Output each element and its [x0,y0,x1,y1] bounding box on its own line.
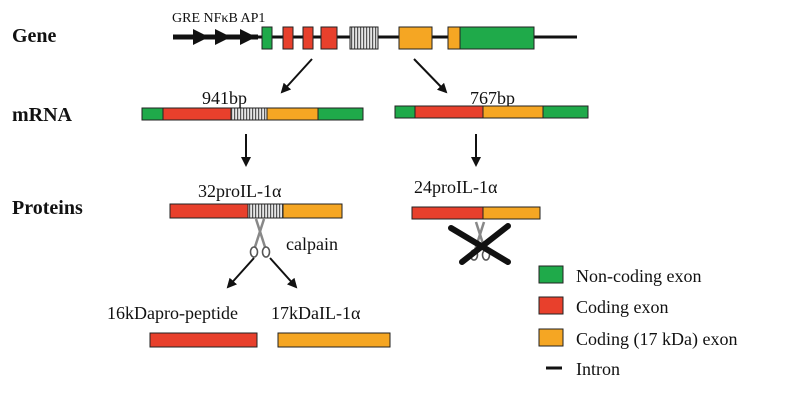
product-il1a-bar [277,332,391,348]
legend-label-intron: Intron [576,359,620,379]
legend-swatch-coding17 [538,328,564,347]
mrna-right-noncoding-3 [542,105,589,119]
mrna-left-noncoding-3 [317,107,364,121]
legend-swatch-noncoding [538,265,564,284]
gene-exon-noncoding-1 [261,26,273,50]
legend-swatch-coding [538,296,564,315]
product-propeptide-bar [149,332,258,348]
protein-left-coding17 [282,203,343,219]
product-left-label: 16kDapro-peptide [107,303,238,323]
mrna-left-coding [162,107,232,121]
protein-left-hatched [247,203,284,219]
arrow-gene-to-mrna-left [280,58,313,94]
calpain-label: calpain [286,234,338,254]
row-label-gene: Gene [12,25,57,47]
gene-exon-coding-2 [302,26,314,50]
legend: Non-coding exon Coding exon Coding (17 k… [538,265,737,379]
protein-left-coding [169,203,249,219]
protein-left-label: 32proIL-1α [198,181,282,201]
mrna-left-coding17 [266,107,319,121]
transcript-right-length: 767bp [470,88,515,108]
mrna-left-hatched [230,107,268,121]
protein-right-coding17 [482,206,541,220]
legend-label-noncoding: Non-coding exon [576,266,701,286]
gene-exon-hatched [349,26,379,50]
arrow-cleavage-left [226,257,255,289]
promoter-arrows [173,29,258,45]
mrna-left [141,107,364,121]
mrna-right-noncoding-5 [394,105,416,119]
transcript-left-length: 941bp [202,88,247,108]
gene-exon-coding-3 [320,26,338,50]
promoter-arrow-icon [193,29,209,45]
gene-exon-coding17-2 [447,26,461,50]
cross-icon [448,223,511,265]
arrow-gene-to-mrna-right [413,58,448,94]
legend-label-coding17: Coding (17 kDa) exon [576,329,737,350]
gene-exons [261,26,535,50]
mrna-right [394,105,589,119]
mrna-left-noncoding-5 [141,107,164,121]
scissors-icon [249,218,271,258]
protein-right [411,206,541,220]
product-right-label: 17kDaIL-1α [271,303,361,323]
row-label-proteins: Proteins [12,197,83,219]
legend-label-coding: Coding exon [576,297,669,317]
gene-exon-noncoding-2 [459,26,535,50]
arrow-cleavage-right [269,257,298,289]
mrna-right-coding17 [482,105,544,119]
promoter-elements-label: GRE NFκB AP1 [172,11,265,26]
promoter-arrow-icon [240,29,256,45]
row-label-mrna: mRNA [12,104,73,126]
protein-right-label: 24proIL-1α [414,177,498,197]
protein-right-coding [411,206,484,220]
gene-exon-coding17-1 [398,26,433,50]
protein-left [169,203,343,219]
mrna-right-coding [414,105,484,119]
promoter-arrow-icon [215,29,231,45]
gene-exon-coding-1 [282,26,294,50]
